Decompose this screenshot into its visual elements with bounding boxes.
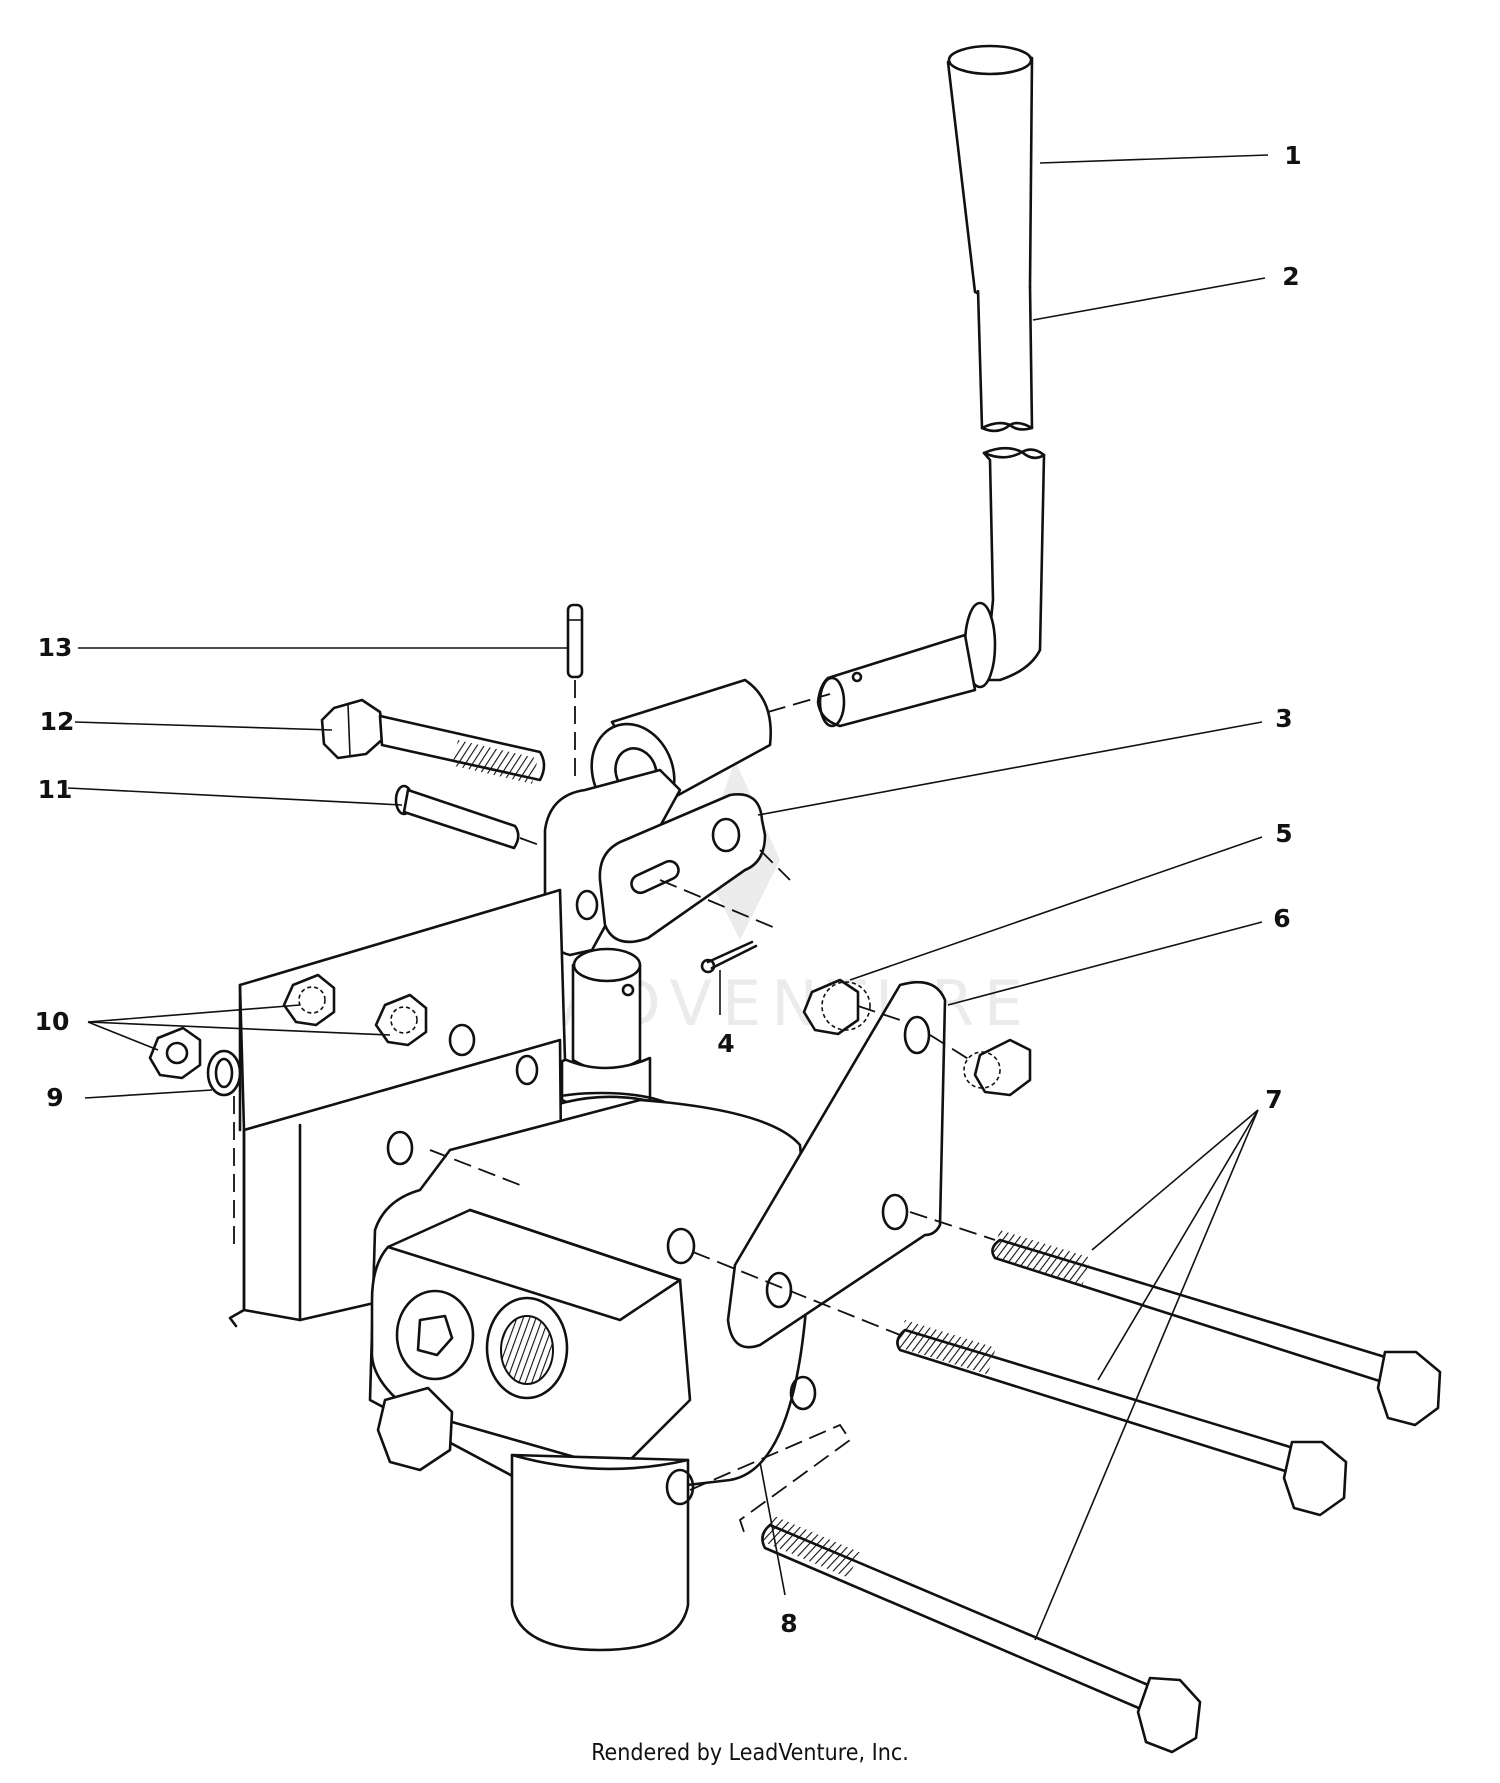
nut-10a	[282, 973, 336, 1027]
link-plate-3	[598, 792, 767, 944]
valve-body	[368, 1098, 817, 1652]
callout-8: 8	[780, 1609, 797, 1638]
callout-7: 7	[1265, 1085, 1282, 1114]
handle-grip	[946, 44, 1034, 297]
render-credit: Rendered by LeadVenture, Inc.	[591, 1740, 909, 1766]
callout-9: 9	[46, 1083, 63, 1112]
callout-2: 2	[1282, 262, 1299, 291]
leader-lines	[67, 154, 1269, 1641]
axis-line	[659, 879, 781, 931]
bolt-7a	[909, 1211, 1442, 1427]
nut-6	[963, 1038, 1032, 1097]
callout-4: 4	[717, 1029, 734, 1058]
bolt-7c	[689, 1423, 1202, 1754]
bolt-12	[320, 698, 546, 784]
bracket-plate-6	[726, 980, 947, 1349]
bolt-7b	[692, 1251, 1348, 1517]
callout-13: 13	[38, 633, 73, 662]
callout-5: 5	[1275, 819, 1292, 848]
callout-11: 11	[38, 775, 73, 804]
nut-10c	[148, 1026, 202, 1080]
pin-11	[394, 784, 581, 861]
callout-3: 3	[1275, 704, 1292, 733]
cotter-pin-4	[700, 940, 758, 974]
washer-9	[206, 1049, 242, 1097]
nut-5	[802, 978, 871, 1036]
callout-1: 1	[1284, 141, 1301, 170]
nut-10b	[374, 993, 428, 1047]
callout-10: 10	[35, 1007, 70, 1036]
callout-6: 6	[1273, 904, 1290, 933]
handle-rod	[816, 285, 1046, 728]
callout-12: 12	[40, 707, 75, 736]
roll-pin-13	[566, 603, 584, 780]
